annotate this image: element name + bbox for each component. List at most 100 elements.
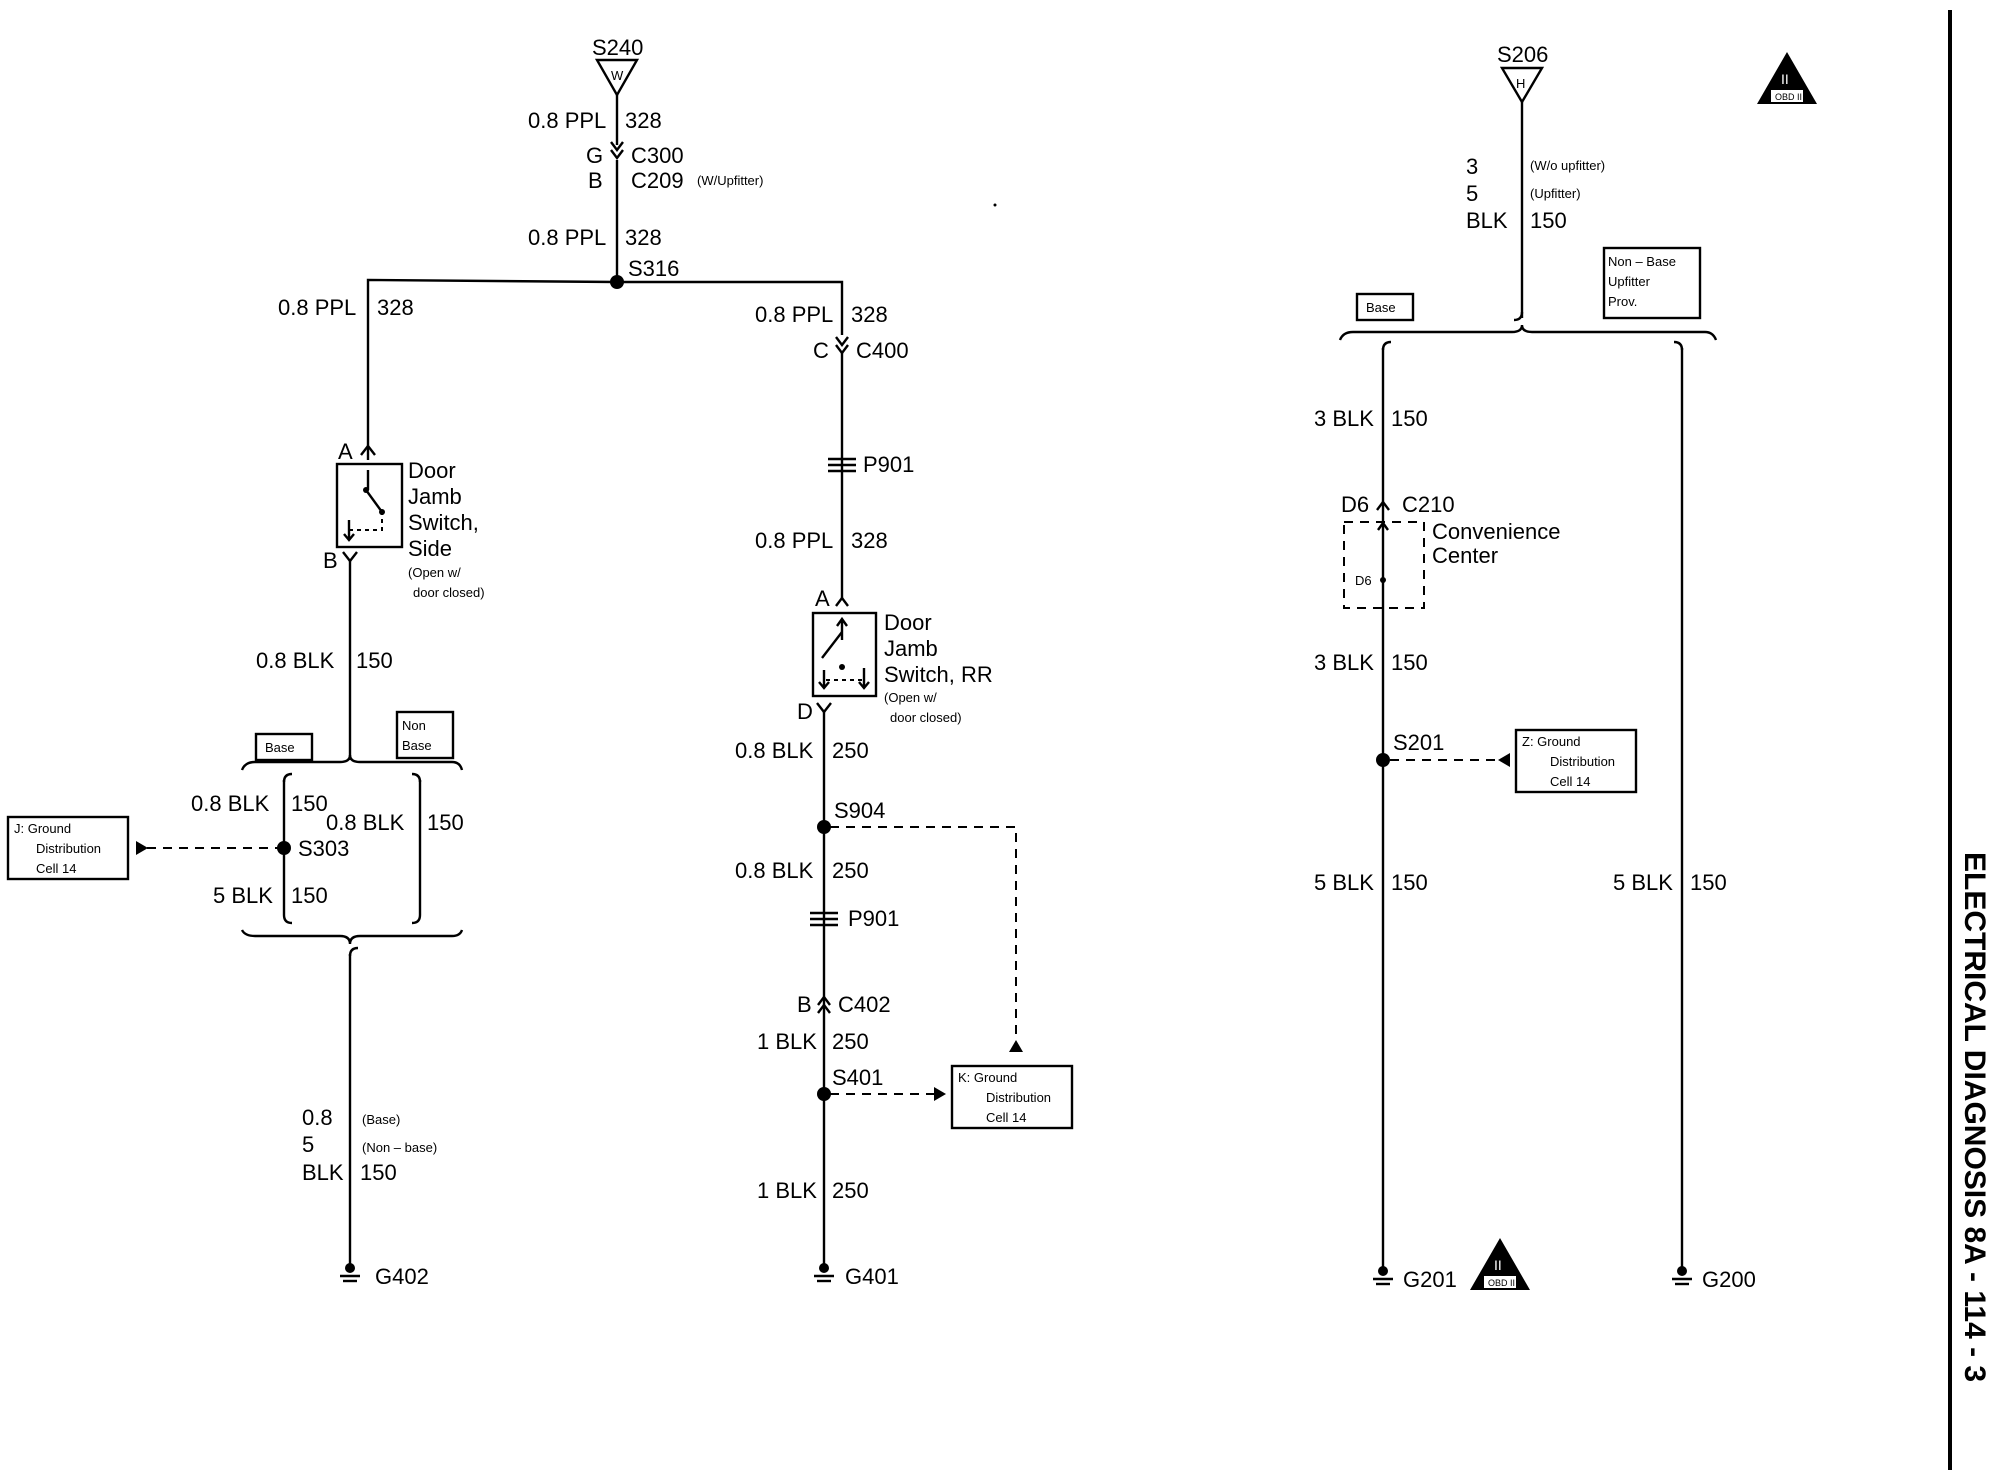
ref-k-box xyxy=(950,1064,1074,1130)
circuit-150-label: 150 xyxy=(1391,406,1428,431)
connector-p901-symbol xyxy=(810,911,838,927)
connector-c402-symbol xyxy=(817,995,831,1014)
door-jamb-switch-side xyxy=(335,462,404,549)
convenience-center-box xyxy=(1343,521,1425,609)
splice-s206-label: S206 xyxy=(1497,42,1548,67)
wire-blk3-label: 3 BLK xyxy=(1314,650,1374,675)
splice-s303-dot xyxy=(277,841,291,855)
wire-s206-size2-note: (Upfitter) xyxy=(1530,186,1581,201)
splice-s206-pin: H xyxy=(1516,76,1525,91)
option-brace-top xyxy=(240,754,464,771)
connector-p901-label: P901 xyxy=(848,906,899,931)
option-upfitter-label-1: Non – Base xyxy=(1608,254,1676,269)
ref-k-line2: Distribution xyxy=(986,1090,1051,1105)
wire-blk5-label: 5 BLK xyxy=(1314,870,1374,895)
connector-rr-d-symbol xyxy=(816,702,832,714)
side-switch-name-2: Jamb xyxy=(408,484,462,509)
wire-blk08-label: 0.8 BLK xyxy=(735,738,814,763)
ref-k-line1: K: Ground xyxy=(958,1070,1017,1085)
splice-s201-dot xyxy=(1376,753,1390,767)
circuit-150-label: 150 xyxy=(427,810,464,835)
wire-blk5-label: 5 BLK xyxy=(1613,870,1673,895)
side-switch-pin-b: B xyxy=(323,548,338,573)
option-base-box xyxy=(254,732,314,762)
circuit-250-label: 250 xyxy=(832,1178,869,1203)
circuit-328-label: 328 xyxy=(851,302,888,327)
ref-k-line3: Cell 14 xyxy=(986,1110,1026,1125)
switch-rr-arrow-icon xyxy=(836,616,848,640)
connector-c209-label: C209 xyxy=(631,168,684,193)
circuit-250-label: 250 xyxy=(832,738,869,763)
splice-s316-label: S316 xyxy=(628,256,679,281)
connector-side-b-symbol xyxy=(342,551,358,563)
circuit-328-label: 328 xyxy=(625,108,662,133)
rr-switch-pin-d: D xyxy=(797,699,813,724)
ground-g401-label: G401 xyxy=(845,1264,899,1289)
splice-s401-dot xyxy=(817,1087,831,1101)
switch-rr-arrow3-icon xyxy=(858,668,870,690)
option-brace-bottom xyxy=(240,929,464,945)
wire-blk1-label: 1 BLK xyxy=(757,1029,817,1054)
wire-nonbase-bottom-hook xyxy=(411,914,422,925)
connector-side-a-symbol xyxy=(360,444,376,456)
connector-c300-label: C300 xyxy=(631,143,684,168)
ground-g401-icon xyxy=(814,1263,834,1283)
wire-ppl-label: 0.8 PPL xyxy=(528,108,606,133)
wire-ppl-label: 0.8 PPL xyxy=(755,528,833,553)
ground-g402-icon xyxy=(340,1263,360,1283)
wire-s303-top-hook xyxy=(282,772,293,783)
ref-j-arrow-icon xyxy=(136,841,148,855)
option-base-label: Base xyxy=(1366,300,1396,315)
convenience-center-pin: D6 xyxy=(1355,573,1372,588)
connector-c300-symbol xyxy=(610,141,624,160)
obd-ii-icon: OBD II II xyxy=(1470,1238,1530,1290)
circuit-328-label: 328 xyxy=(625,225,662,250)
svg-text:II: II xyxy=(1781,71,1789,87)
ref-k-arrow-up-icon xyxy=(1009,1040,1023,1052)
option-base-box xyxy=(1355,292,1415,322)
circuit-150-label: 150 xyxy=(1530,208,1567,233)
switch-rr-blade xyxy=(821,631,843,659)
wire-ppl-label: 0.8 PPL xyxy=(755,302,833,327)
svg-text:OBD II: OBD II xyxy=(1775,92,1802,102)
wire-ppl-label: 0.8 PPL xyxy=(278,295,356,320)
switch-side-mech-link xyxy=(349,514,383,531)
page-section-title: ELECTRICAL DIAGNOSIS 8A - 114 - 3 xyxy=(1958,852,1991,1382)
ground-g200-label: G200 xyxy=(1702,1267,1756,1292)
connector-p901-label: P901 xyxy=(863,452,914,477)
connector-p901-symbol xyxy=(828,457,856,473)
circuit-150-label: 150 xyxy=(1391,870,1428,895)
ref-z-line3: Cell 14 xyxy=(1550,774,1590,789)
circuit-328-label: 328 xyxy=(377,295,414,320)
wire-blk08-label: 0.8 BLK xyxy=(191,791,270,816)
side-switch-note-2: door closed) xyxy=(413,585,485,600)
connector-c400-symbol xyxy=(835,336,849,355)
splice-s240-pin: W xyxy=(611,68,624,83)
wire-g402-top-hook xyxy=(348,946,359,957)
switch-side-blade xyxy=(365,489,383,513)
ref-z-box xyxy=(1514,728,1638,794)
option-brace-right xyxy=(1338,324,1718,341)
wire-blk08-label: 0.8 BLK xyxy=(735,858,814,883)
connector-c210-symbol xyxy=(1376,500,1390,511)
ground-g200-icon xyxy=(1672,1266,1692,1286)
circuit-150-label: 150 xyxy=(291,791,328,816)
wire-g402-size1: 0.8 xyxy=(302,1105,333,1130)
wire-g402-size2: 5 xyxy=(302,1132,314,1157)
ref-z-line2: Distribution xyxy=(1550,754,1615,769)
circuit-150-label: 150 xyxy=(356,648,393,673)
svg-text:OBD II: OBD II xyxy=(1488,1278,1515,1288)
circuit-328-label: 328 xyxy=(851,528,888,553)
wire-s904-ref-k-dashed xyxy=(830,826,1017,1040)
option-non-base-upfitter-box xyxy=(1602,246,1702,320)
circuit-250-label: 250 xyxy=(832,858,869,883)
circuit-250-label: 250 xyxy=(832,1029,869,1054)
connector-c210-label: C210 xyxy=(1402,492,1455,517)
side-switch-pin-a: A xyxy=(338,439,353,464)
wire-s206-size1-note: (W/o upfitter) xyxy=(1530,158,1605,173)
splice-s201-label: S201 xyxy=(1393,730,1444,755)
ref-j-box xyxy=(6,815,130,881)
wire-s206-size1: 3 xyxy=(1466,154,1478,179)
circuit-150-label: 150 xyxy=(1391,650,1428,675)
obd-ii-icon: OBD II II xyxy=(1757,52,1817,104)
